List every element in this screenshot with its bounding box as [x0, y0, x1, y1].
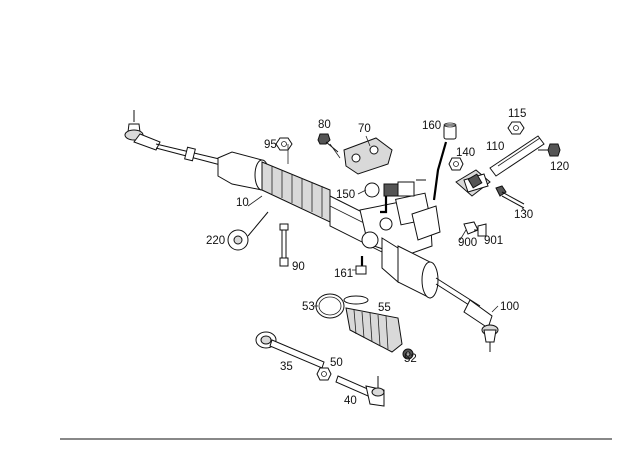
part-90-bolt: [279, 223, 289, 267]
label-95: 95: [264, 139, 277, 151]
part-150-sensor: [364, 179, 426, 214]
label-900: 900: [458, 237, 477, 249]
part-labels: 95 80 70 160 115 140 110 120 150 10 130 …: [206, 108, 569, 407]
part-35-inner-tie-rod: [255, 331, 325, 369]
part-80-bolt: [317, 133, 339, 153]
part-900-cap: [463, 221, 487, 237]
part-40-outer-tie-rod: [335, 375, 385, 407]
part-130-bolt: [495, 185, 525, 209]
part-161-bolt: [355, 256, 367, 275]
left-tie-rod-end: [124, 110, 233, 169]
label-161: 161: [334, 268, 353, 280]
housing-ribs: [271, 166, 323, 217]
label-160: 160: [422, 120, 441, 132]
label-10: 10: [236, 197, 249, 209]
label-100: 100: [500, 301, 519, 313]
sensor-wire: [432, 141, 448, 201]
part-160-bushing: [443, 122, 457, 140]
part-53-clamp: [315, 293, 345, 319]
part-55-boot: [343, 295, 403, 353]
part-140-washer: [448, 157, 464, 171]
part-52-clip: [402, 348, 414, 360]
label-130: 130: [514, 209, 533, 221]
part-70-bracket: [343, 137, 393, 175]
right-tie-rod-end: [463, 299, 499, 352]
label-52: 52: [404, 353, 417, 365]
label-901: 901: [484, 235, 503, 247]
label-53: 53: [302, 301, 315, 313]
label-150: 150: [336, 189, 355, 201]
rack-housing: [217, 151, 481, 313]
label-80: 80: [318, 119, 331, 131]
leader-lines: [247, 135, 527, 313]
label-140: 140: [456, 147, 475, 159]
part-120-bolt: [538, 143, 561, 157]
label-70: 70: [358, 123, 371, 135]
label-50: 50: [330, 357, 343, 369]
label-90: 90: [292, 261, 305, 273]
label-220: 220: [206, 235, 225, 247]
part-220-washer: [227, 211, 269, 251]
label-35: 35: [280, 361, 293, 373]
label-115: 115: [508, 108, 526, 120]
part-115-nut: [507, 121, 525, 135]
part-50-nut: [316, 367, 332, 381]
label-110: 110: [486, 141, 504, 153]
label-40: 40: [344, 395, 357, 407]
part-110-intermediate-shaft: [455, 135, 545, 197]
label-55: 55: [378, 302, 391, 314]
label-120: 120: [550, 161, 569, 173]
part-95-nut: [275, 137, 293, 151]
